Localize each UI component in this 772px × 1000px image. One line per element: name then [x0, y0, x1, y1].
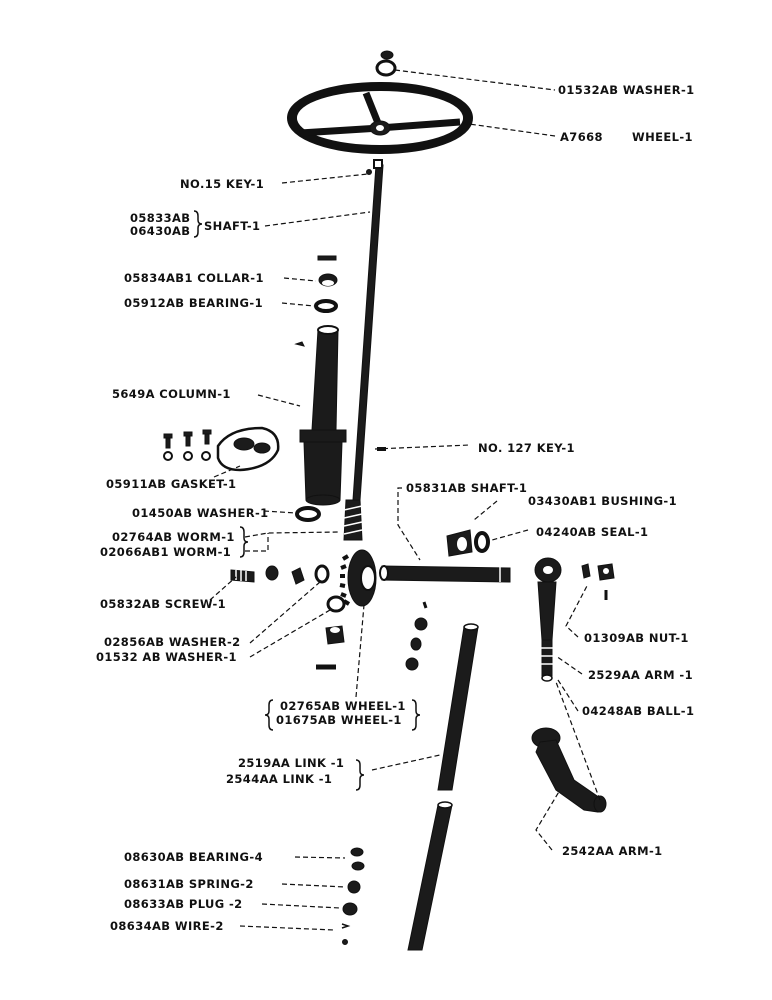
label-link-2519aa: 2519AA LINK -1 [238, 756, 344, 770]
label-washer-01532ab: 01532AB WASHER-1 [558, 83, 695, 97]
braces [193, 210, 421, 791]
label-column-5649a: 5649A COLUMN-1 [112, 387, 231, 401]
middle-small-parts [405, 601, 428, 671]
label-shaft-05831ab: 05831AB SHAFT-1 [406, 481, 527, 495]
adjuster-screw-part [230, 564, 330, 585]
steering-arm-part [531, 727, 607, 813]
label-worm-02066ab1: 02066AB1 WORM-1 [100, 545, 231, 559]
label-wheel-a7668-name: WHEEL-1 [632, 130, 693, 144]
label-arm-2529aa: 2529AA ARM -1 [588, 668, 693, 682]
label-wheel-01675ab: 01675AB WHEEL-1 [276, 713, 402, 727]
bottom-small-parts [341, 847, 365, 945]
label-wire-08634ab: 08634AB WIRE-2 [110, 919, 224, 933]
label-wheel-02765ab: 02765AB WHEEL-1 [280, 699, 406, 713]
collar-part [318, 273, 338, 287]
steering-wheel-part [287, 82, 473, 154]
drag-link-upper-part [437, 623, 479, 791]
leader-lines [209, 69, 601, 931]
label-washer-02856ab: 02856AB WASHER-2 [104, 635, 241, 649]
bushing-part [446, 529, 473, 557]
label-bearing-08630ab: 08630AB BEARING-4 [124, 850, 263, 864]
sector-gear-part [339, 549, 377, 607]
label-nut-01309ab: 01309AB NUT-1 [584, 631, 689, 645]
label-shaft-06430ab: 06430AB [130, 224, 190, 238]
label-wheel-a7668-code: A7668 [560, 130, 603, 144]
gasket-part [216, 426, 280, 472]
gasket-bolts-part [163, 429, 212, 461]
label-washer-01532ab-lower: 01532 AB WASHER-1 [96, 650, 237, 664]
arm-nut-part [581, 563, 615, 600]
label-bearing-05912ab: 05912AB BEARING-1 [124, 296, 263, 310]
label-link-2544aa: 2544AA LINK -1 [226, 772, 332, 786]
label-collar-05834ab1: 05834AB1 COLLAR-1 [124, 271, 264, 285]
part-labels: 01532AB WASHER-1 A7668 WHEEL-1 NO.15 KEY… [96, 83, 695, 933]
sector-shaft-part [379, 565, 511, 583]
label-worm-02764ab: 02764AB WORM-1 [112, 530, 235, 544]
label-arm-2542aa: 2542AA ARM-1 [562, 844, 663, 858]
label-screw-05832ab: 05832AB SCREW-1 [100, 597, 226, 611]
label-ball-04248ab: 04248AB BALL-1 [582, 704, 694, 718]
label-key-no127: NO. 127 KEY-1 [478, 441, 575, 455]
worm-part [343, 499, 363, 541]
steering-column-part [299, 325, 347, 506]
seal-part [474, 531, 490, 553]
drag-link-lower-part [407, 801, 453, 951]
bearing-part [314, 299, 338, 313]
label-gasket-05911ab: 05911AB GASKET-1 [106, 477, 236, 491]
label-spring-08631ab: 08631AB SPRING-2 [124, 877, 254, 891]
label-plug-08633ab: 08633AB PLUG -2 [124, 897, 243, 911]
label-seal-04240ab: 04240AB SEAL-1 [536, 525, 648, 539]
label-bushing-03430ab1: 03430AB1 BUSHING-1 [528, 494, 677, 508]
column-key-part [294, 341, 305, 347]
label-key-no15: NO.15 KEY-1 [180, 177, 264, 191]
label-shaft-name: SHAFT-1 [204, 219, 260, 233]
pitman-arm-part [534, 557, 562, 682]
label-shaft-05833ab: 05833AB [130, 211, 190, 225]
key-bar-part [317, 255, 337, 261]
washer-01450-part [295, 506, 321, 522]
label-washer-01450ab: 01450AB WASHER-1 [132, 506, 269, 520]
top-washer-part [375, 50, 397, 77]
lower-washer-part [316, 595, 346, 670]
